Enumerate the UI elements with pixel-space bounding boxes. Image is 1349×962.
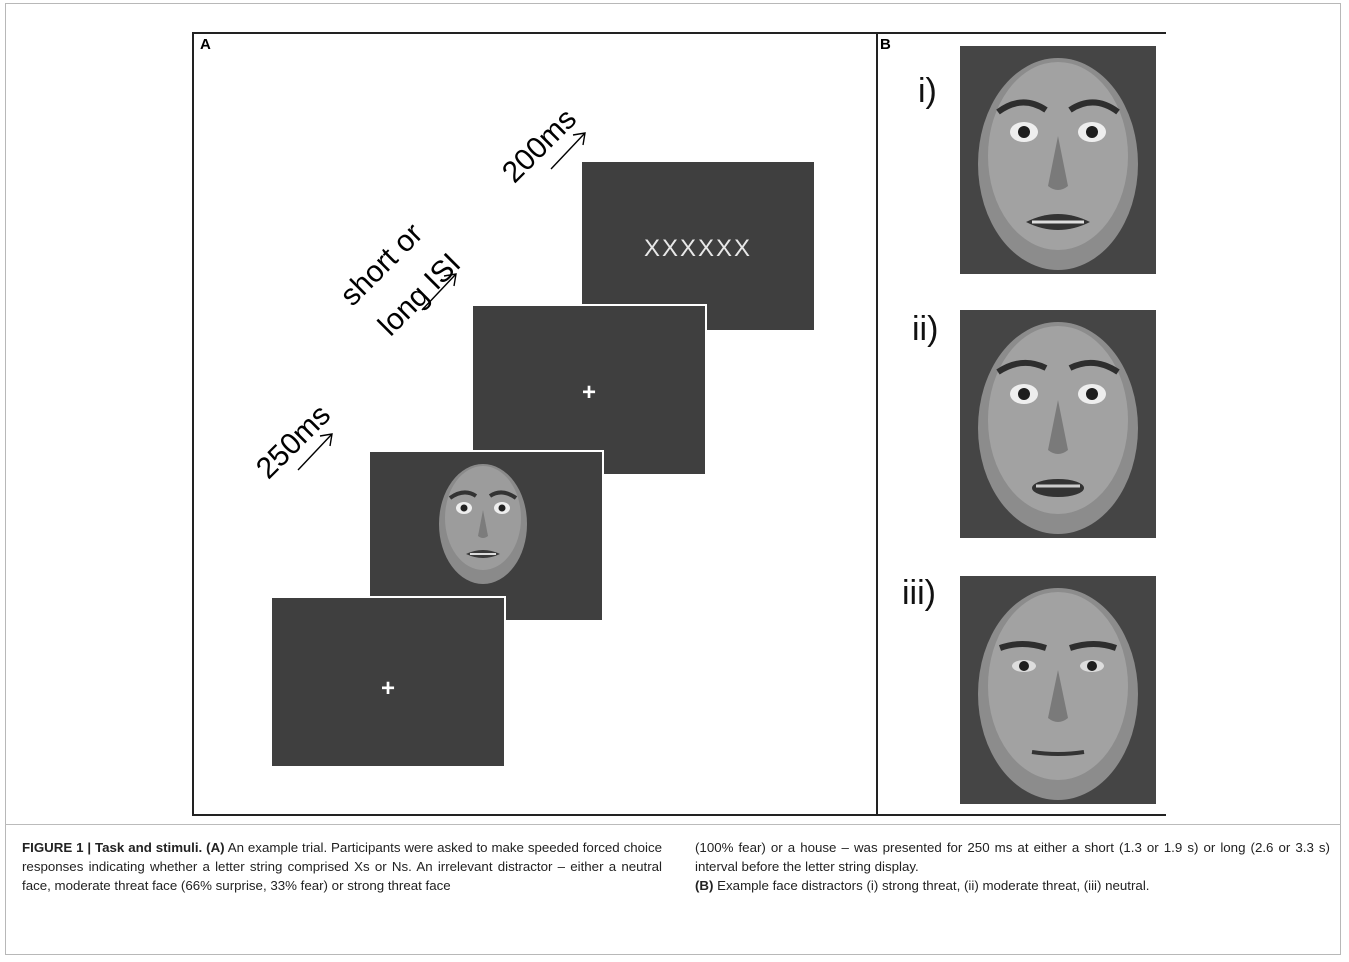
panel-b: B i) ii)	[876, 32, 1166, 816]
figure: A 200ms short or long ISI 250ms XXXXXX +	[192, 32, 1166, 816]
fixation-cross-2: +	[581, 379, 597, 407]
caption-part-b-text: Example face distractors (i) strong thre…	[713, 878, 1150, 893]
face-numeral-3: iii)	[902, 574, 936, 612]
fixation-cross-1: +	[380, 674, 396, 702]
letter-string: XXXXXX	[643, 235, 753, 263]
face-numeral-2: ii)	[912, 310, 939, 348]
caption-divider	[5, 824, 1341, 825]
face-strong-threat-image	[960, 46, 1156, 274]
caption-part-a-ref: (A)	[206, 840, 225, 855]
fixation-screen-2: +	[471, 304, 707, 476]
caption-part-b-ref: (B)	[695, 878, 714, 893]
figure-frame	[5, 3, 1341, 955]
caption-left-text: FIGURE 1 | Task and stimuli. (A) An exam…	[22, 838, 662, 895]
figure-label: FIGURE 1 | Task and stimuli.	[22, 840, 203, 855]
face-distractor-screen	[368, 450, 604, 622]
face-neutral-image	[960, 576, 1156, 804]
panel-a-label: A	[200, 36, 211, 53]
arrow-250-icon	[297, 433, 333, 471]
caption-part-a-text-2: (100% fear) or a house – was presented f…	[695, 840, 1330, 874]
fear-face-thumbnail	[439, 464, 527, 584]
fixation-screen-1: +	[270, 596, 506, 768]
panel-a: A 200ms short or long ISI 250ms XXXXXX +	[192, 32, 878, 816]
panel-b-label: B	[880, 36, 891, 53]
caption-right-text: (100% fear) or a house – was presented f…	[695, 838, 1330, 895]
face-moderate-threat-image	[960, 310, 1156, 538]
caption-left-column: FIGURE 1 | Task and stimuli. (A) An exam…	[22, 838, 662, 895]
caption-part-a-text-1: An example trial. Participants were aske…	[22, 840, 663, 893]
letter-string-screen: XXXXXX	[580, 160, 816, 332]
caption-right-column: (100% fear) or a house – was presented f…	[695, 838, 1330, 895]
face-numeral-1: i)	[918, 72, 937, 110]
arrow-200-icon	[550, 132, 586, 170]
arrow-isi-icon	[421, 273, 457, 311]
